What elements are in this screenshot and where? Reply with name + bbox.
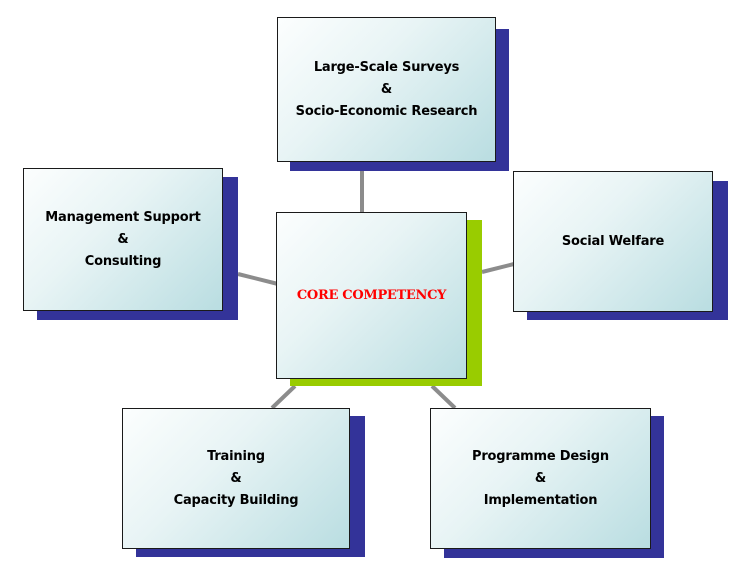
welfare-box: Social Welfare [513,171,713,312]
core-box: CORE COMPETENCY [276,212,467,379]
training-label: Training & Capacity Building [174,446,299,512]
programme-line-3: Implementation [483,492,598,508]
connector-core-management [237,272,279,286]
surveys-line-1: Large-Scale Surveys [313,59,460,75]
surveys-box: Large-Scale Surveys & Socio-Economic Res… [277,17,496,162]
training-line-1: Training [207,448,265,464]
management-box: Management Support & Consulting [23,168,223,311]
management-line-2: & [117,231,129,247]
surveys-label: Large-Scale Surveys & Socio-Economic Res… [296,57,478,123]
training-box: Training & Capacity Building [122,408,350,549]
core-label: CORE COMPETENCY [296,288,447,303]
management-line-3: Consulting [84,253,162,269]
training-line-3: Capacity Building [173,492,299,508]
programme-label: Programme Design & Implementation [472,446,609,512]
management-line-1: Management Support [45,209,201,225]
management-label: Management Support & Consulting [45,207,201,273]
programme-box: Programme Design & Implementation [430,408,651,549]
connector-core-welfare [481,262,515,274]
welfare-line-1: Social Welfare [561,233,665,249]
welfare-label: Social Welfare [562,231,664,253]
connector-core-programme [430,384,457,410]
surveys-line-2: & [380,81,393,97]
training-line-2: & [230,470,242,486]
programme-line-1: Programme Design [472,448,609,464]
programme-line-2: & [534,470,547,486]
core-line-1: CORE COMPETENCY [296,288,447,303]
connector-core-training [270,384,297,410]
surveys-line-3: Socio-Economic Research [295,103,478,119]
